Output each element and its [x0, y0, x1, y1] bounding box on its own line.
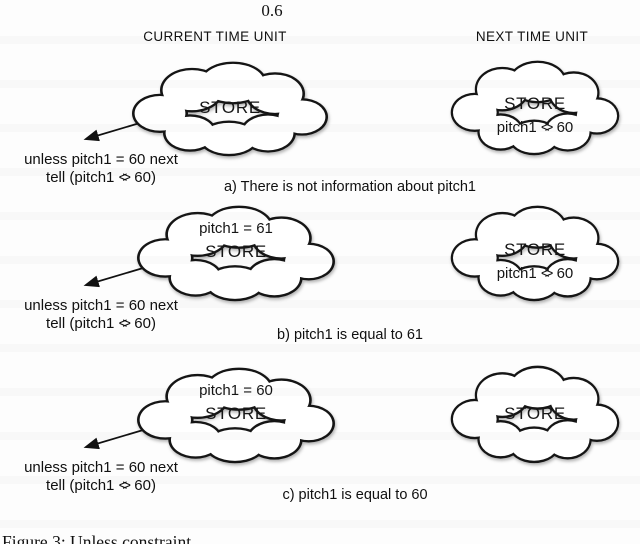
cloud-content: STORE: [449, 362, 621, 465]
tell-line: tell (pitch1 <> 60): [10, 169, 192, 187]
store-label: STORE: [504, 403, 566, 423]
unless-line: unless pitch1 = 60 next: [24, 459, 178, 476]
cloud-content: STORE: [130, 58, 330, 158]
not-equal-operator: <>: [118, 314, 131, 332]
not-equal-operator: <>: [118, 476, 131, 494]
store-label: STORE: [205, 241, 267, 261]
unless-annotation-c: unless pitch1 = 60 next tell (pitch1 <> …: [10, 459, 192, 494]
store-label: STORE: [504, 239, 566, 259]
tell-pre: tell (pitch1: [46, 168, 119, 186]
constraint-pre: pitch1: [496, 119, 541, 136]
store-cloud-next-a: STORE pitch1 <> 60: [449, 57, 621, 157]
figure-caption: Figure 3: Unless constraint: [2, 532, 192, 544]
column-header-next: NEXT TIME UNIT: [475, 29, 589, 44]
store-cloud-next-c: STORE: [449, 362, 621, 465]
cloud-content: STORE pitch1 <> 60: [449, 57, 621, 157]
not-equal-operator: <>: [540, 119, 553, 136]
tell-pre: tell (pitch1: [46, 314, 119, 332]
tell-post: 60): [130, 476, 156, 494]
not-equal-operator: <>: [540, 264, 553, 282]
unless-annotation-a: unless pitch1 = 60 next tell (pitch1 <> …: [10, 151, 192, 186]
tell-pre: tell (pitch1: [46, 476, 119, 494]
unless-line: unless pitch1 = 60 next: [24, 151, 178, 168]
constraint-post: 60: [552, 119, 574, 136]
tell-line: tell (pitch1 <> 60): [10, 315, 192, 333]
constraint-label: pitch1 <> 60: [497, 265, 574, 282]
store-cloud-next-b: STORE pitch1 <> 60: [449, 202, 621, 303]
constraint-pre: pitch1: [496, 264, 541, 282]
store-value-label: pitch1 = 60: [199, 381, 273, 399]
row-caption-b: b) pitch1 is equal to 61: [277, 327, 423, 343]
constraint-label: pitch1 <> 60: [497, 119, 574, 136]
unless-line: unless pitch1 = 60 next: [24, 297, 178, 314]
store-cloud-current-c: pitch1 = 60 STORE: [135, 364, 337, 465]
not-equal-operator: <>: [118, 168, 131, 186]
page-number: 0.6: [261, 1, 283, 20]
unless-annotation-b: unless pitch1 = 60 next tell (pitch1 <> …: [10, 297, 192, 332]
store-label: STORE: [199, 98, 261, 117]
store-label: STORE: [504, 94, 566, 113]
store-cloud-current-a: STORE: [130, 58, 330, 158]
cloud-content: STORE pitch1 <> 60: [449, 202, 621, 303]
row-caption-c: c) pitch1 is equal to 60: [282, 487, 428, 503]
cloud-content: pitch1 = 60 STORE: [135, 364, 337, 465]
tell-post: 60): [130, 168, 156, 186]
row-caption-a: a) There is not information about pitch1: [223, 179, 476, 195]
column-header-current: CURRENT TIME UNIT: [143, 29, 287, 44]
store-value-label: pitch1 = 61: [199, 219, 273, 237]
cloud-content: pitch1 = 61 STORE: [135, 202, 337, 303]
tell-line: tell (pitch1 <> 60): [10, 477, 192, 495]
store-label: STORE: [205, 403, 267, 423]
store-cloud-current-b: pitch1 = 61 STORE: [135, 202, 337, 303]
tell-post: 60): [130, 314, 156, 332]
constraint-post: 60: [552, 264, 574, 282]
